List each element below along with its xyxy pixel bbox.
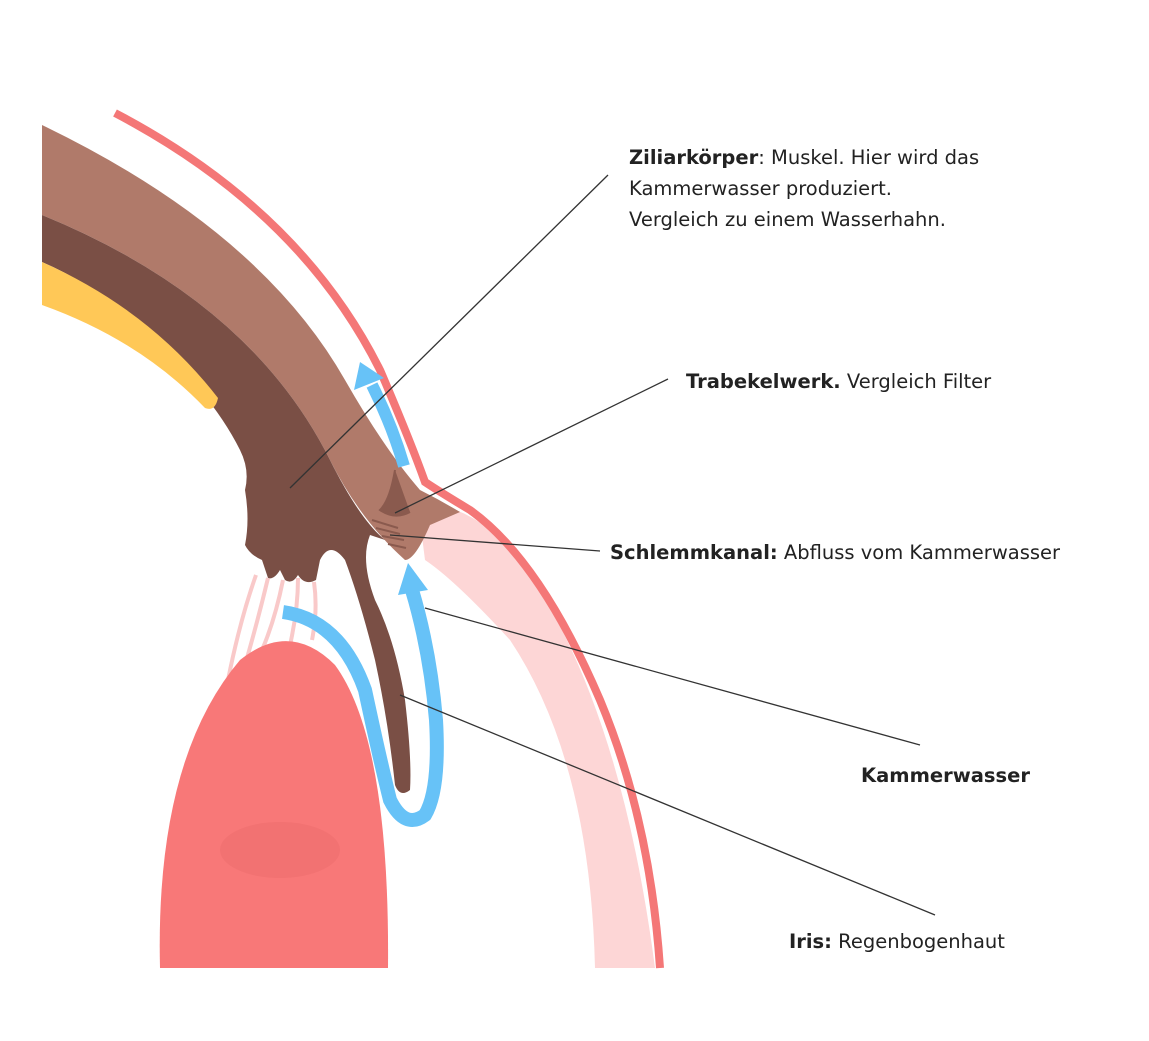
schlemmkanal-desc: Abfluss vom Kammerwasser	[777, 541, 1061, 564]
ciliary-body	[42, 215, 411, 794]
schlemmkanal-label: Schlemmkanal: Abfluss vom Kammerwasser	[610, 537, 1060, 568]
flow-arrow-head	[398, 563, 428, 595]
kammerwasser-label: Kammerwasser	[861, 760, 1030, 791]
trabekelwerk-term: Trabekelwerk.	[686, 370, 841, 393]
iris-label: Iris: Regenbogenhaut	[789, 926, 1005, 957]
trabekelwerk-desc: Vergleich Filter	[840, 370, 992, 393]
trabecular-meshwork	[371, 469, 411, 549]
leader-lines	[289, 174, 936, 916]
trabekelwerk-label: Trabekelwerk. Vergleich Filter	[686, 366, 991, 397]
iris-term: Iris:	[789, 930, 832, 953]
retina-layer	[42, 262, 218, 409]
lens	[159, 641, 389, 968]
ziliarkoerper-term: Ziliarkörper	[629, 146, 759, 169]
ziliarkoerper-desc-2: Kammerwasser produziert.	[629, 177, 892, 200]
lens-highlight	[220, 822, 340, 878]
ziliarkoerper-desc-1: Muskel. Hier wird das	[764, 146, 980, 169]
outer-boundary-line	[113, 109, 664, 969]
cornea	[418, 504, 655, 968]
ziliarkoerper-desc-3: Vergleich zu einem Wasserhahn.	[629, 208, 946, 231]
aqueous-flow-path	[281, 587, 444, 827]
kammerwasser-term: Kammerwasser	[861, 764, 1030, 787]
iris-desc: Regenbogenhaut	[831, 930, 1005, 953]
schlemmkanal-term: Schlemmkanal:	[610, 541, 778, 564]
sclera	[42, 125, 460, 560]
aqueous-outflow-arrow	[366, 382, 410, 468]
outflow-arrow-head	[354, 362, 384, 390]
ziliarkoerper-label: Ziliarkörper: Muskel. Hier wird das Kamm…	[629, 142, 979, 235]
ziliarkoerper-sep: :	[758, 146, 765, 169]
